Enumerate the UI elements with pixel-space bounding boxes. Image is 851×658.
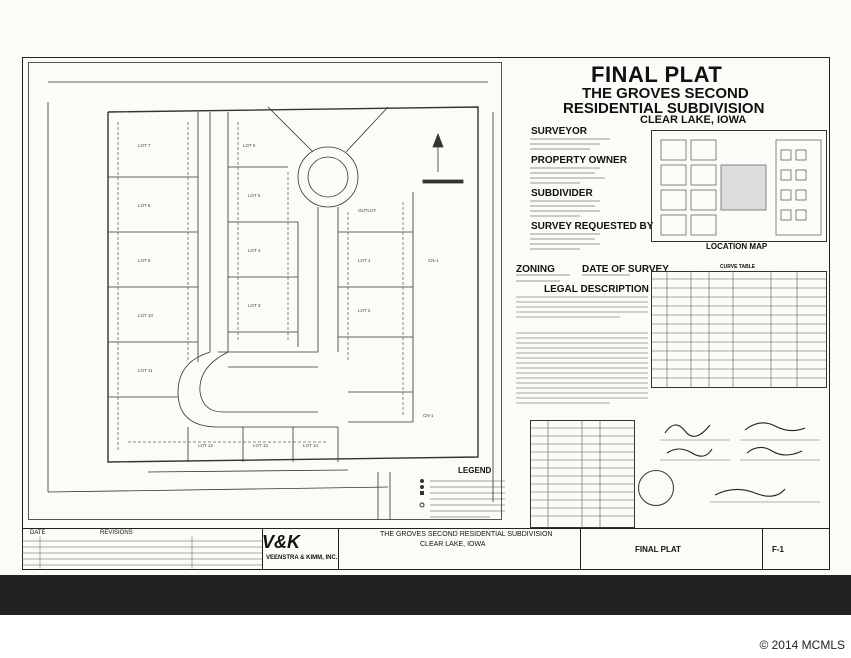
svg-text:LOT 3: LOT 3 — [248, 303, 261, 308]
plat-subtitle-1: THE GROVES SECOND — [582, 85, 749, 102]
tb-divider-1 — [262, 528, 263, 570]
title-block — [22, 528, 830, 571]
copyright-notice: © 2014 MCMLS — [759, 638, 845, 652]
svg-text:LOT 4: LOT 4 — [248, 248, 261, 253]
legend-heading: LEGEND — [458, 466, 492, 475]
tb-divider-4 — [762, 528, 763, 570]
svg-text:LOT 6: LOT 6 — [243, 143, 256, 148]
plat-drawing: LOT 7 LOT 8 LOT 9 LOT 10 LOT 11 LOT 6 LO… — [47, 81, 494, 520]
firm-name: VEENSTRA & KIMM, INC. — [266, 555, 338, 561]
location-map — [651, 130, 827, 242]
plat-subtitle-2: RESIDENTIAL SUBDIVISION — [563, 100, 765, 117]
tb-revisions-label: REVISIONS — [100, 530, 133, 536]
dark-band — [0, 575, 851, 615]
svg-text:LOT 13: LOT 13 — [253, 443, 268, 448]
svg-text:CN-1: CN-1 — [428, 258, 439, 263]
location-map-heading: LOCATION MAP — [706, 242, 768, 251]
drawing-area — [28, 62, 502, 520]
svg-text:LOT 10: LOT 10 — [138, 313, 153, 318]
svg-text:LOT 14: LOT 14 — [303, 443, 318, 448]
zoning-heading: ZONING — [516, 264, 555, 275]
legal-description-heading: LEGAL DESCRIPTION — [544, 284, 649, 295]
date-of-survey-heading: DATE OF SURVEY — [582, 264, 669, 275]
tb-date-label: DATE — [30, 530, 46, 536]
svg-text:CN-1: CN-1 — [423, 413, 434, 418]
svg-text:LOT 7: LOT 7 — [138, 143, 151, 148]
svg-text:LOT 12: LOT 12 — [198, 443, 213, 448]
svg-text:LOT 8: LOT 8 — [138, 203, 151, 208]
svg-text:LOT 1: LOT 1 — [358, 258, 371, 263]
legend-symbols — [419, 479, 505, 518]
revision-grid — [22, 536, 262, 570]
tb-sheet-number: F-1 — [772, 545, 784, 554]
plat-sheet: LOT 7 LOT 8 LOT 9 LOT 10 LOT 11 LOT 6 LO… — [22, 57, 830, 571]
tb-city: CLEAR LAKE, IOWA — [420, 541, 486, 548]
tb-divider-2 — [338, 528, 339, 570]
tb-divider-3 — [580, 528, 581, 570]
surveyor-seal — [638, 470, 674, 506]
plat-border — [22, 57, 830, 570]
svg-text:OUTLOT: OUTLOT — [358, 208, 377, 213]
signatures — [660, 422, 820, 503]
plat-title: FINAL PLAT — [591, 62, 723, 87]
svg-text:LOT 2: LOT 2 — [358, 308, 371, 313]
curve-table-heading: CURVE TABLE — [720, 264, 756, 270]
firm-logo: V&K — [262, 532, 301, 552]
fine-print — [516, 138, 648, 404]
svg-text:LOT 11: LOT 11 — [138, 368, 153, 373]
plat-city: CLEAR LAKE, IOWA — [640, 114, 747, 126]
tb-subdivision: THE GROVES SECOND RESIDENTIAL SUBDIVISIO… — [380, 531, 553, 538]
svg-text:LOT 5: LOT 5 — [248, 193, 261, 198]
property-owner-heading: PROPERTY OWNER — [531, 155, 627, 166]
svg-text:LOT 9: LOT 9 — [138, 258, 151, 263]
subdivider-heading: SUBDIVIDER — [531, 188, 593, 199]
surveyor-heading: SURVEYOR — [531, 126, 587, 137]
tb-sheet-title: FINAL PLAT — [635, 545, 681, 554]
curve-table — [651, 271, 827, 388]
lot-area-table — [530, 420, 635, 528]
survey-requested-heading: SURVEY REQUESTED BY — [531, 221, 654, 232]
